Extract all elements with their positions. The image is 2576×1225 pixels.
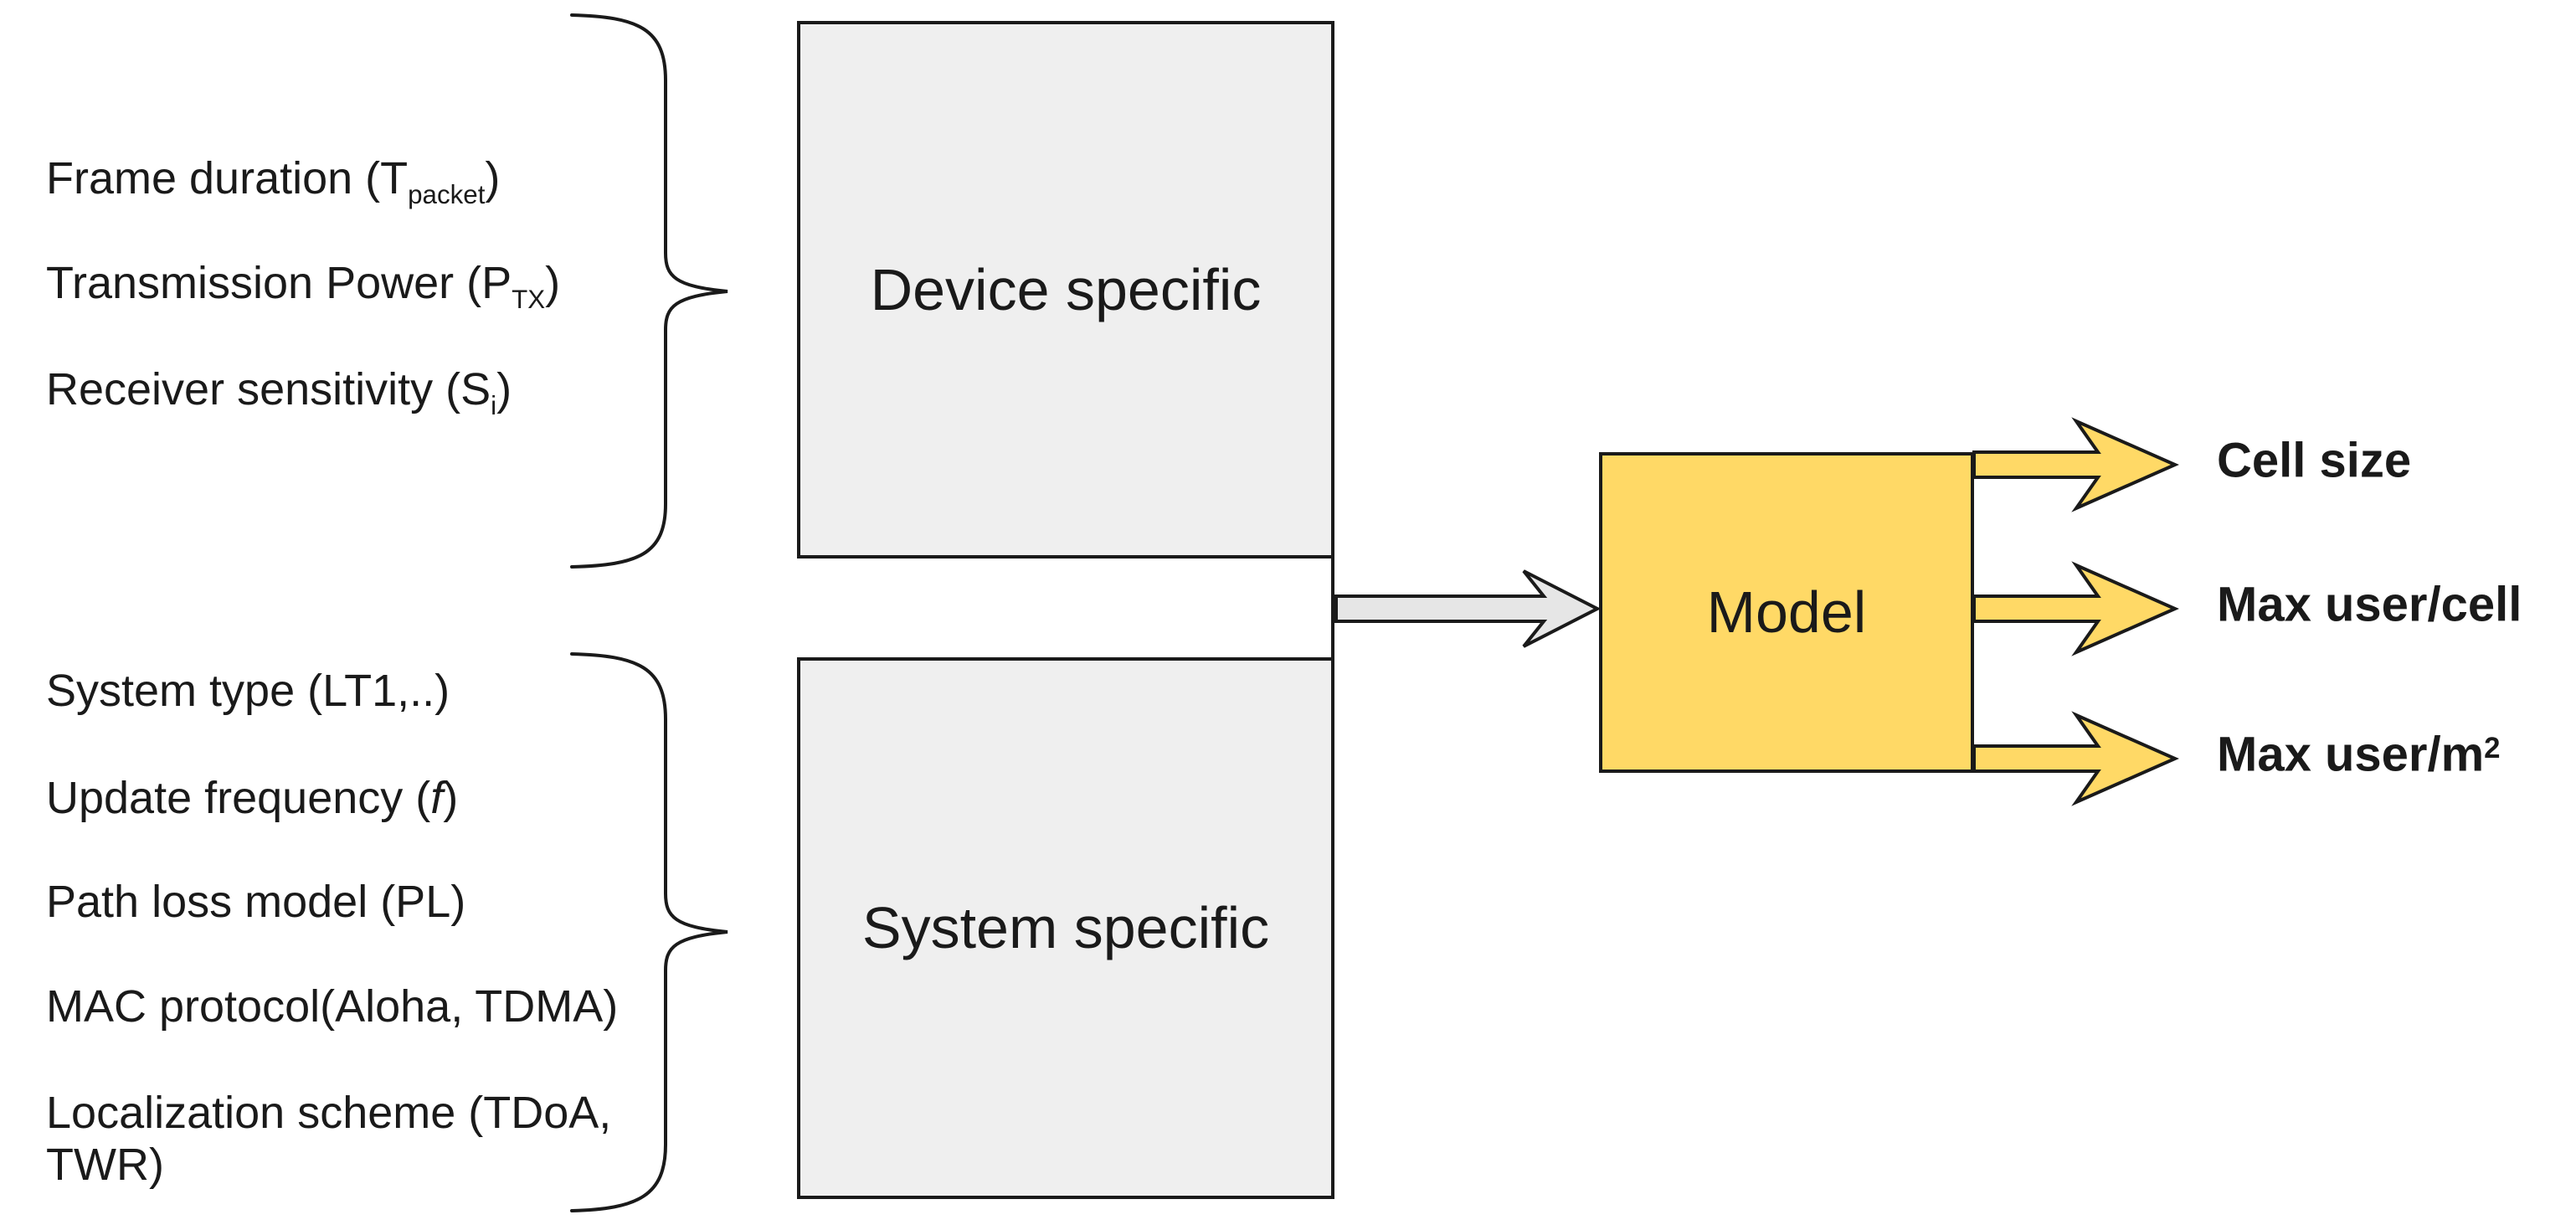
output-max-user-cell: Max user/cell: [2217, 577, 2522, 633]
label-italic-symbol: f: [430, 773, 444, 823]
arrow-output-cell-size: [1972, 417, 2179, 512]
label-text: System type (LT1,..): [46, 666, 450, 716]
label-text-line2: TWR): [46, 1140, 164, 1190]
label-superscript: 2: [2484, 731, 2501, 764]
brace-system-inputs: [570, 652, 728, 1212]
label-text: Update frequency (: [46, 773, 431, 823]
label-close: ): [496, 364, 512, 415]
input-path-loss-model: Path loss model (PL): [46, 876, 465, 928]
label-text: Localization scheme (TDoA,: [46, 1088, 612, 1138]
model-box-label: Model: [1706, 579, 1867, 645]
model-box: Model: [1599, 452, 1974, 773]
input-system-type: System type (LT1,..): [46, 665, 450, 717]
label-text: Max user/cell: [2217, 577, 2522, 632]
device-specific-box: Device specific: [797, 21, 1334, 558]
label-text: Receiver sensitivity (S: [46, 364, 491, 415]
input-mac-protocol: MAC protocol(Aloha, TDMA): [46, 981, 618, 1032]
label-close: ): [443, 773, 459, 823]
label-text: MAC protocol(Aloha, TDMA): [46, 981, 619, 1032]
label-text: Cell size: [2217, 433, 2412, 488]
device-specific-box-label: Device specific: [870, 256, 1262, 322]
system-specific-box-label: System specific: [861, 895, 1270, 960]
system-specific-box: System specific: [797, 657, 1334, 1199]
output-cell-size: Cell size: [2217, 433, 2411, 489]
input-update-frequency: Update frequency (f): [46, 772, 458, 824]
label-subscript: i: [491, 390, 497, 420]
input-frame-duration: Frame duration (Tpacket): [46, 152, 500, 221]
label-text: Path loss model (PL): [46, 877, 466, 927]
arrow-inputs-to-model: [1334, 569, 1602, 648]
label-text: Frame duration (T: [46, 153, 409, 204]
label-subscript: TX: [512, 284, 546, 314]
label-text: Transmission Power (P: [46, 258, 512, 309]
arrow-output-max-user-m2: [1972, 711, 2179, 806]
label-close: ): [545, 258, 561, 309]
input-localization-scheme: Localization scheme (TDoA, TWR): [46, 1087, 611, 1191]
brace-device-inputs: [570, 13, 728, 569]
input-transmission-power: Transmission Power (PTX): [46, 257, 560, 326]
label-subscript: packet: [408, 179, 486, 209]
arrow-output-max-user-cell: [1972, 561, 2179, 656]
input-receiver-sensitivity: Receiver sensitivity (Si): [46, 363, 512, 432]
label-close: ): [485, 153, 501, 204]
label-text: Max user/m: [2217, 727, 2485, 782]
output-max-user-m2: Max user/m2: [2217, 727, 2501, 783]
